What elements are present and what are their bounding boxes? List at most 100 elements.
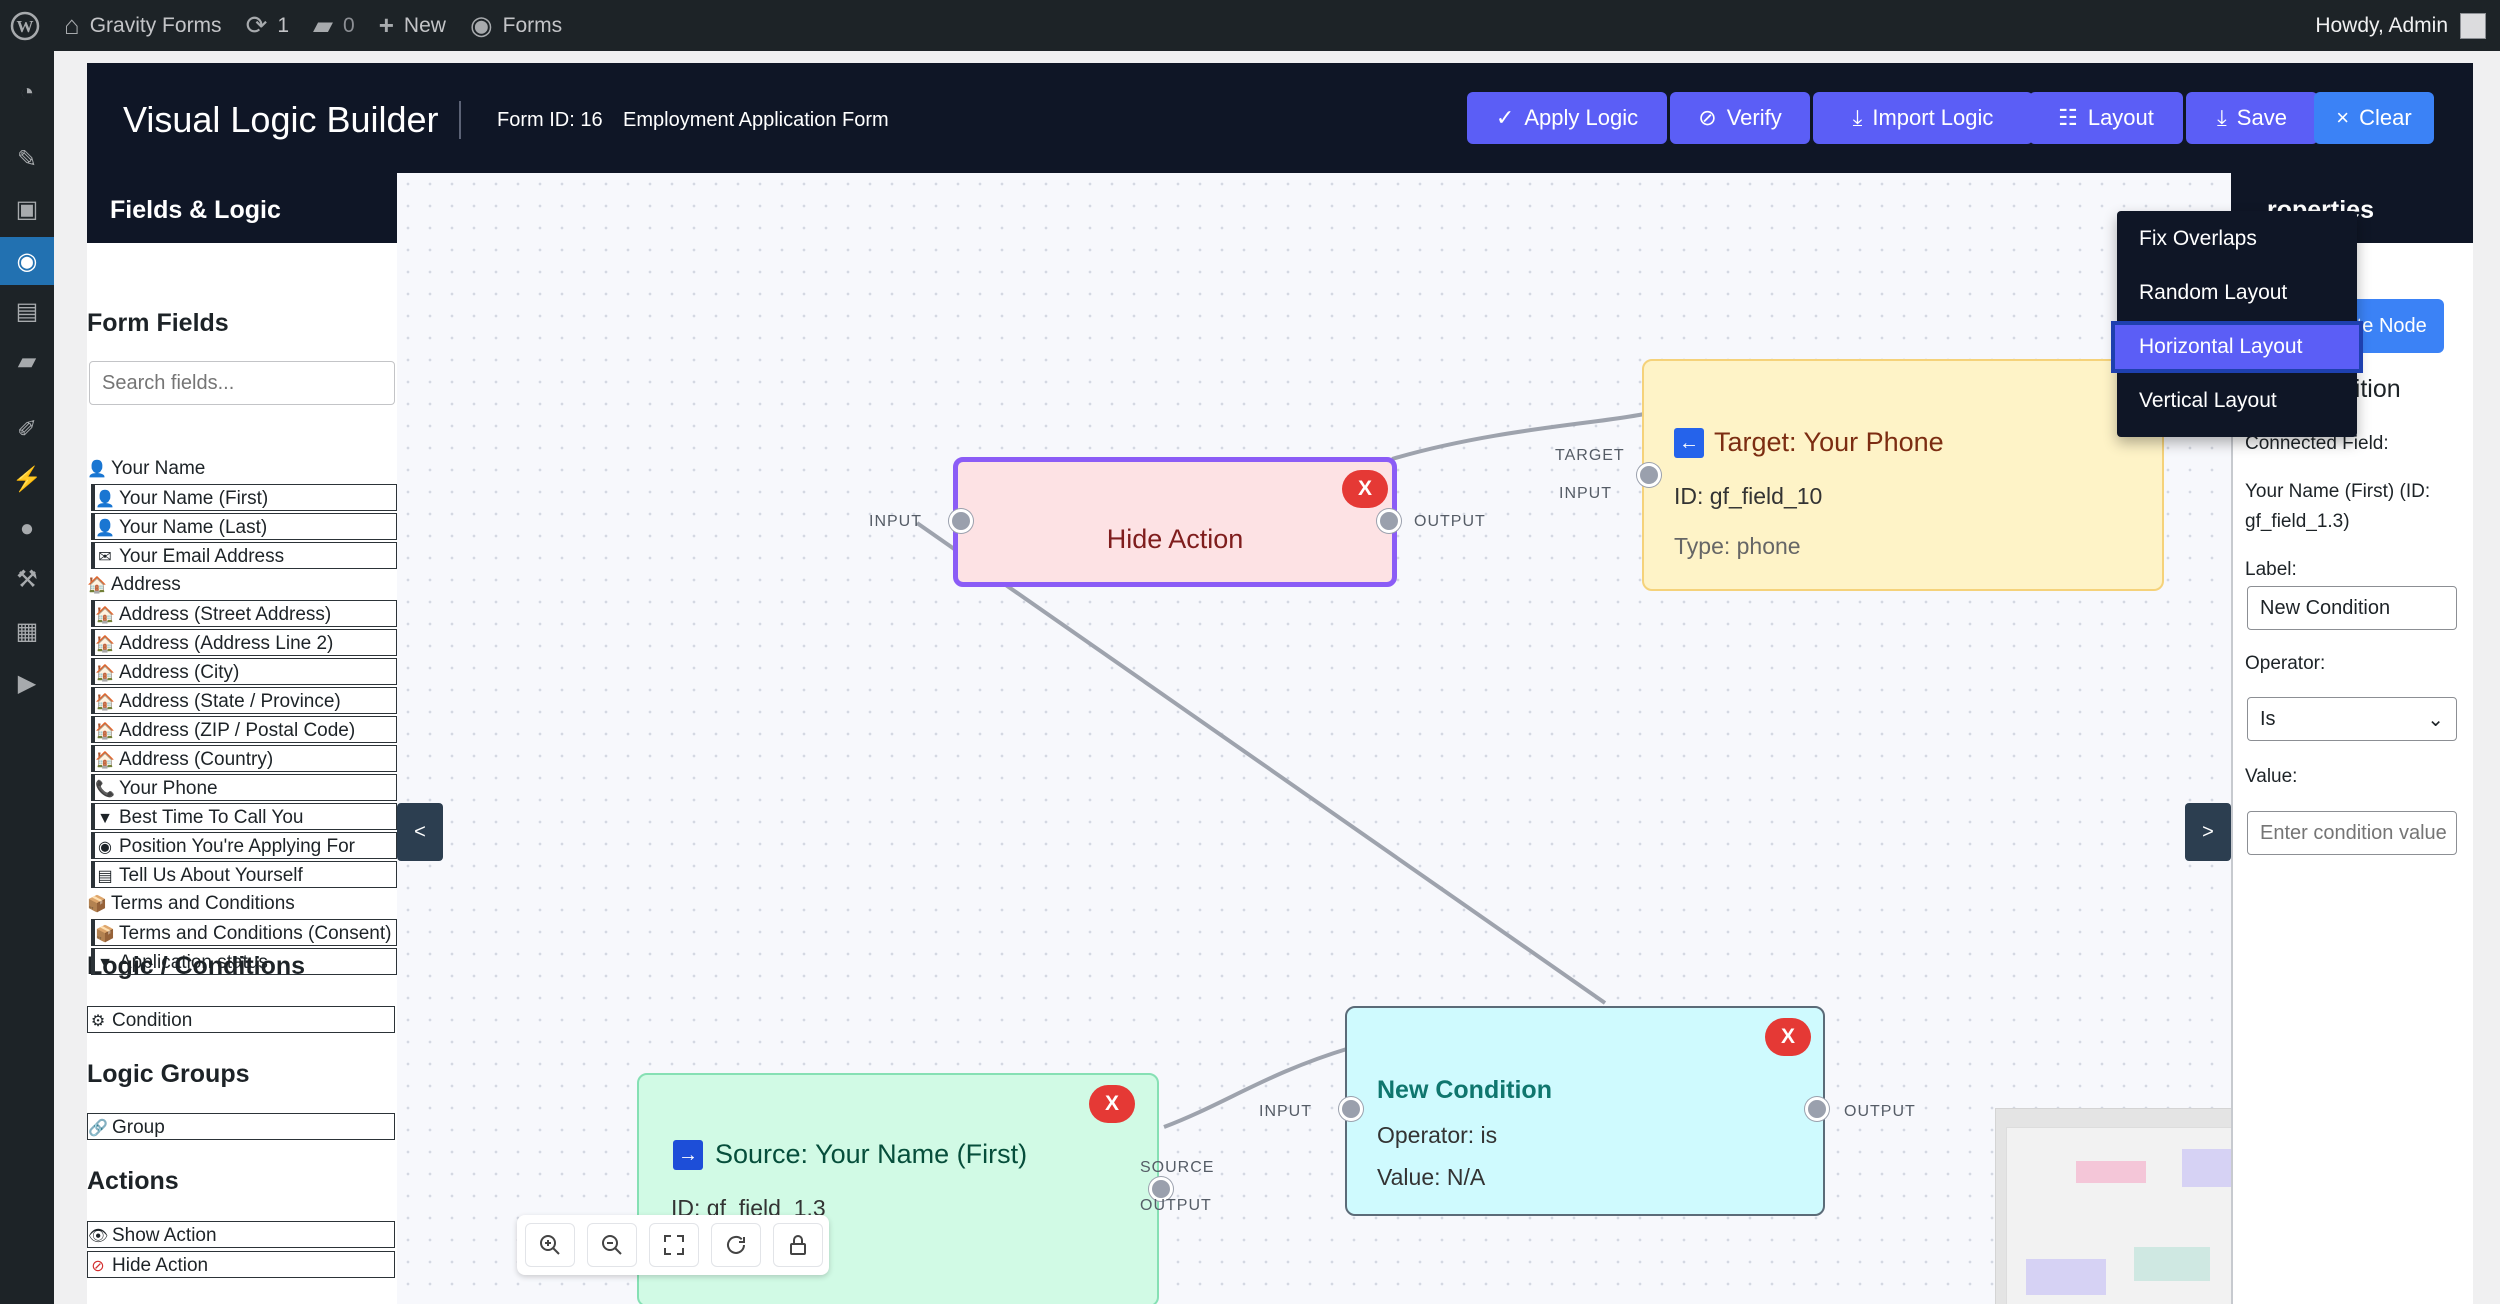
operator-select[interactable]: Is ⌄ — [2247, 697, 2457, 741]
source-node-close-button[interactable]: X — [1089, 1085, 1135, 1123]
source-node-output-port[interactable] — [1149, 1177, 1173, 1201]
forms-link[interactable]: ◉ Forms — [458, 0, 574, 51]
field-item[interactable]: 🏠Address — [87, 571, 395, 598]
appearance-icon[interactable]: ✐ — [16, 415, 38, 443]
label-input[interactable] — [2247, 586, 2457, 630]
show-action-item[interactable]: 👁Show Action — [87, 1221, 395, 1248]
field-item[interactable]: ✉Your Email Address — [91, 542, 397, 569]
new-content-link[interactable]: + New — [367, 0, 458, 51]
save-button[interactable]: ⤓ Save — [2186, 92, 2318, 144]
zoom-out-button[interactable] — [587, 1223, 637, 1267]
collapse-right-panel-button[interactable]: > — [2185, 803, 2231, 861]
comments-link[interactable]: ▰ 0 — [301, 0, 367, 51]
wp-logo-icon[interactable]: W — [0, 0, 52, 51]
lock-button[interactable] — [773, 1223, 823, 1267]
gear-icon: ⚙ — [90, 1013, 106, 1030]
condition-node-output-port[interactable] — [1805, 1097, 1829, 1121]
apply-logic-button[interactable]: ✓ Apply Logic — [1467, 92, 1667, 144]
hide-action-output-port[interactable] — [1377, 509, 1401, 533]
field-item[interactable]: 🏠Address (Street Address) — [91, 600, 397, 627]
my-account[interactable]: Howdy, Admin — [2315, 0, 2500, 51]
avatar — [2460, 12, 2486, 39]
hide-action-item[interactable]: ⊘Hide Action — [87, 1251, 395, 1278]
menu-item-random-layout[interactable]: Random Layout — [2139, 281, 2288, 304]
field-item-label: Address (Street Address) — [119, 604, 332, 625]
collapse-left-panel-button[interactable]: < — [397, 803, 443, 861]
save-icon: ⤓ — [2217, 105, 2227, 130]
field-item[interactable]: 🏠Address (ZIP / Postal Code) — [91, 716, 397, 743]
condition-node-input-port[interactable] — [1339, 1097, 1363, 1121]
updates-link[interactable]: ⟳ 1 — [234, 0, 301, 51]
hide-action-input-port[interactable] — [949, 509, 973, 533]
home-icon: ⌂ — [64, 10, 80, 40]
layout-button[interactable]: ☷ Layout — [2029, 92, 2183, 144]
dashboard-icon[interactable]: ◔ — [19, 79, 35, 106]
zoom-in-button[interactable] — [525, 1223, 575, 1267]
field-item[interactable]: 🏠Address (City) — [91, 658, 397, 685]
forms-menu-icon[interactable]: ◉ — [0, 237, 54, 285]
field-item-label: Your Name (Last) — [119, 517, 268, 538]
field-item[interactable]: 📦Terms and Conditions (Consent) — [91, 919, 397, 946]
wp-admin-menu: ◔ ✎ ▣ ◉ ▤ ▰ ✐ ⚡ ● ⚒ ▦ ▶ — [0, 51, 54, 1304]
media-icon[interactable]: ▣ — [15, 195, 39, 223]
field-item[interactable]: ▤Tell Us About Yourself — [91, 861, 397, 888]
menu-item-vertical-layout[interactable]: Vertical Layout — [2139, 389, 2277, 412]
comment-icon: ▰ — [313, 10, 334, 40]
field-item[interactable]: 🏠Address (Country) — [91, 745, 397, 772]
menu-item-fix-overlaps[interactable]: Fix Overlaps — [2139, 227, 2257, 250]
lock-icon — [790, 1235, 806, 1255]
condition-node-close-button[interactable]: X — [1765, 1018, 1811, 1056]
pages-icon[interactable]: ▤ — [15, 297, 39, 325]
field-item[interactable]: ▼Application status — [91, 948, 397, 975]
site-name-link[interactable]: ⌂ Gravity Forms — [52, 0, 234, 51]
radio-icon: ◉ — [98, 839, 112, 856]
logic-canvas[interactable]: Hide Action X INPUT OUTPUT ← Target: You… — [397, 173, 2231, 1304]
field-item-label: Terms and Conditions (Consent) — [119, 923, 392, 944]
verify-button[interactable]: ⊘ Verify — [1670, 92, 1810, 144]
target-node[interactable]: ← Target: Your Phone ID: gf_field_10 Typ… — [1642, 359, 2164, 591]
condition-node[interactable]: X New Condition Operator: is Value: N/A — [1345, 1006, 1825, 1216]
search-fields-input[interactable] — [89, 361, 395, 405]
source-node-title: Source: Your Name (First) — [715, 1139, 1028, 1169]
hide-action-close-button[interactable]: X — [1342, 470, 1388, 508]
field-item[interactable]: 📞Your Phone — [91, 774, 397, 801]
field-item-label: Terms and Conditions — [111, 893, 295, 914]
field-item[interactable]: 📦Terms and Conditions — [87, 890, 395, 917]
fit-view-button[interactable] — [649, 1223, 699, 1267]
field-item[interactable]: 👤Your Name (First) — [91, 484, 397, 511]
reset-view-button[interactable] — [711, 1223, 761, 1267]
logic-item-condition[interactable]: ⚙Condition — [87, 1006, 395, 1033]
field-item[interactable]: 🏠Address (Address Line 2) — [91, 629, 397, 656]
package-icon: 📦 — [87, 896, 107, 913]
menu-item-horizontal-layout[interactable]: Horizontal Layout — [2111, 321, 2363, 373]
clear-button[interactable]: × Clear — [2314, 92, 2434, 144]
field-item[interactable]: 🏠Address (State / Province) — [91, 687, 397, 714]
pin-icon[interactable]: ✎ — [16, 145, 38, 173]
import-logic-button[interactable]: ⤓ Import Logic — [1813, 92, 2033, 144]
condition-value-input[interactable] — [2247, 811, 2457, 855]
plugins-icon[interactable]: ⚡ — [12, 465, 42, 493]
tools-icon[interactable]: ⚒ — [16, 565, 38, 593]
field-item[interactable]: 👤Your Name (Last) — [91, 513, 397, 540]
house-icon: 🏠 — [95, 752, 115, 769]
check-icon: ✓ — [1495, 105, 1515, 130]
hide-action-node[interactable]: Hide Action X — [953, 457, 1397, 587]
collapse-menu-icon[interactable]: ▶ — [17, 669, 37, 697]
visual-logic-builder: Visual Logic Builder Form ID: 16 Employm… — [87, 63, 2473, 1304]
gravity-forms-icon: ◉ — [469, 10, 493, 40]
settings-icon[interactable]: ▦ — [15, 617, 39, 645]
target-node-header: ← Target: Your Phone — [1674, 427, 1944, 458]
target-node-input-port[interactable] — [1637, 463, 1661, 487]
group-item[interactable]: 🔗Group — [87, 1113, 395, 1140]
users-icon[interactable]: ● — [19, 515, 35, 542]
field-item-label: Your Name — [111, 458, 206, 479]
field-item[interactable]: ◉Position You're Applying For — [91, 832, 397, 859]
field-item[interactable]: 👤Your Name — [87, 455, 395, 482]
field-item-label: Your Email Address — [119, 546, 285, 567]
operator-label: Operator: — [2245, 653, 2326, 674]
connection-hide-to-condition — [915, 521, 1607, 1005]
field-item[interactable]: ▼Best Time To Call You — [91, 803, 397, 830]
field-item-label: Address (Address Line 2) — [119, 633, 334, 654]
comments-icon[interactable]: ▰ — [17, 347, 37, 375]
field-item-label: Address (City) — [119, 662, 240, 683]
